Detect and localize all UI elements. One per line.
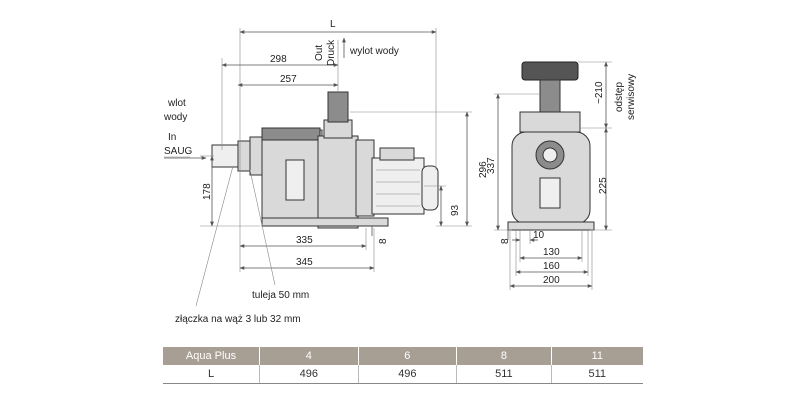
dim-210: ~210 xyxy=(594,81,605,104)
model-cell: 11 xyxy=(551,347,643,365)
outlet-union-nut xyxy=(323,119,353,139)
pump-base xyxy=(261,217,389,227)
model-cell: 4 xyxy=(259,347,359,365)
row-label-cell: L xyxy=(163,365,260,384)
label-inlet-2: wody xyxy=(163,112,187,123)
dim-335: 335 xyxy=(296,235,313,246)
dim-296: 296 xyxy=(478,161,489,178)
length-cell: 511 xyxy=(551,365,643,384)
label-sleeve: tuleja 50 mm xyxy=(252,290,309,301)
front-view: 337 ~210 odstęp serwisowy 225 8 10 130 1… xyxy=(486,61,637,290)
dim-130: 130 xyxy=(543,247,560,258)
front-base xyxy=(507,221,595,231)
model-cell: 8 xyxy=(456,347,552,365)
label-inlet-in: In xyxy=(168,132,176,143)
label-out: Out xyxy=(314,45,325,61)
strainer-window xyxy=(285,159,305,201)
length-cell: 496 xyxy=(358,365,458,384)
strainer-lid-knob xyxy=(521,61,579,81)
pump-body xyxy=(317,135,359,229)
table-row: L 496 496 511 511 xyxy=(163,365,643,384)
dim-178: 178 xyxy=(202,183,213,200)
label-service-1: odstęp xyxy=(614,82,625,112)
dim-225: 225 xyxy=(598,177,609,194)
outlet-pipe xyxy=(327,91,349,123)
length-cell: 496 xyxy=(259,365,359,384)
label-inlet-1: wlot xyxy=(167,98,186,109)
fan-cover xyxy=(421,165,439,211)
lid-stem xyxy=(539,79,561,115)
dim-8-front: 8 xyxy=(500,238,511,244)
dim-93: 93 xyxy=(450,204,461,216)
dim-298: 298 xyxy=(270,54,287,65)
label-outlet: wylot wody xyxy=(349,46,399,57)
pump-technical-drawing: L 298 257 178 296 93 8 335 345 wl xyxy=(163,19,637,325)
length-cell: 511 xyxy=(456,365,552,384)
dim-337: 337 xyxy=(486,157,497,174)
lid-ring xyxy=(519,111,581,133)
strainer-lid xyxy=(261,127,321,141)
inlet-pipe xyxy=(211,144,241,168)
dim-10: 10 xyxy=(533,230,545,241)
dim-200: 200 xyxy=(543,275,560,286)
label-druck: Druck xyxy=(326,39,337,66)
model-length-table: Aqua Plus 4 6 8 11 L 496 496 511 511 xyxy=(163,347,643,384)
label-inlet-saug: SAUG xyxy=(164,146,193,157)
motor-body xyxy=(371,157,425,215)
dim-257: 257 xyxy=(280,74,297,85)
dim-l: L xyxy=(330,19,336,30)
label-connector: złączka na wąż 3 lub 32 mm xyxy=(175,314,301,325)
dim-345: 345 xyxy=(296,257,313,268)
label-service-2: serwisowy xyxy=(626,74,637,120)
model-label-cell: Aqua Plus xyxy=(163,347,260,365)
terminal-box xyxy=(379,147,415,161)
dim-8-side: 8 xyxy=(378,238,389,244)
motor-flange xyxy=(355,139,375,217)
table-header-row: Aqua Plus 4 6 8 11 xyxy=(163,347,643,365)
dim-160: 160 xyxy=(543,261,560,272)
side-view: L 298 257 178 296 93 8 335 345 wl xyxy=(163,19,489,325)
model-cell: 6 xyxy=(358,347,458,365)
